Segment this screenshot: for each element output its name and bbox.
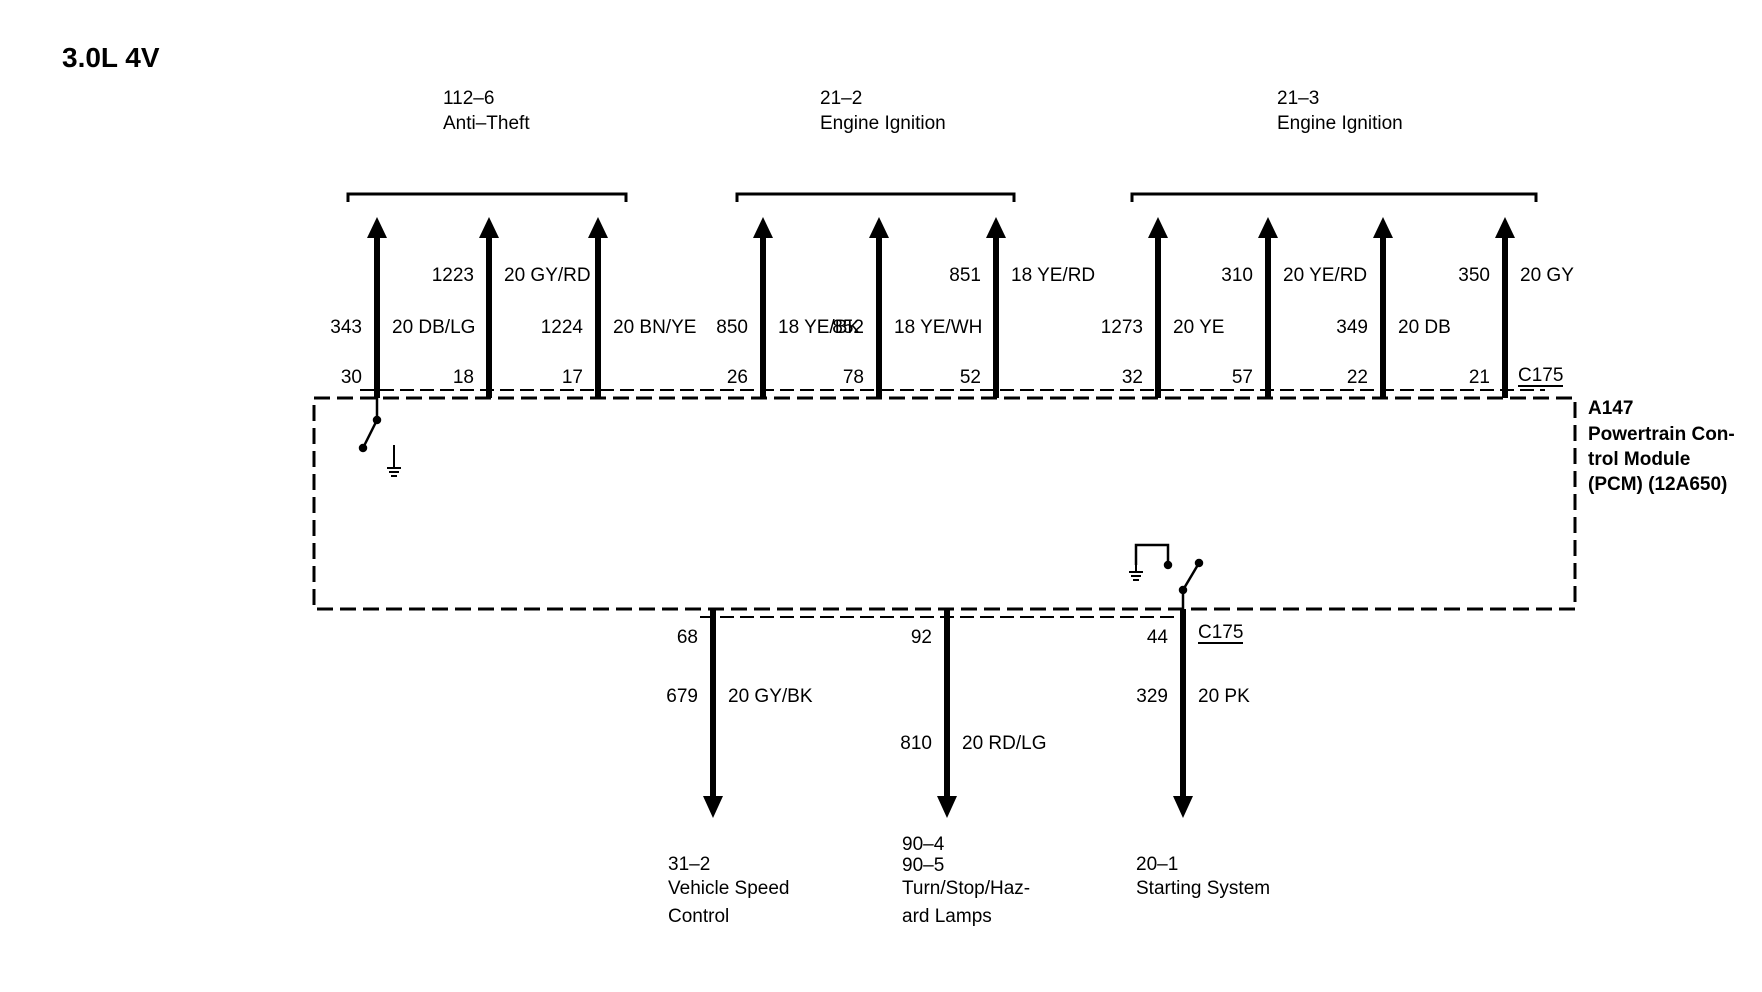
wire-color: 18 YE/RD (1011, 265, 1095, 286)
pin-number: 18 (453, 367, 474, 388)
group-3-bracket (1130, 192, 1538, 202)
wire-color: 20 DB/LG (392, 317, 475, 338)
dest-1-line-2: Vehicle Speed (668, 878, 790, 899)
circuit-number: 349 (1336, 317, 1368, 338)
arrow-down-icon (937, 796, 957, 818)
circuit-number: 852 (832, 317, 864, 338)
engine-label: 3.0L 4V (62, 42, 160, 73)
pin-number: 92 (911, 627, 932, 648)
module-name-line-3: (PCM) (12A650) (1588, 474, 1727, 495)
pin-number: 57 (1232, 367, 1253, 388)
circuit-number: 350 (1458, 265, 1490, 286)
dest-2-line-4: ard Lamps (902, 906, 992, 927)
starting-switch-icon (1134, 543, 1204, 610)
circuit-number: 679 (666, 686, 698, 707)
anti-theft-switch-icon (358, 398, 382, 453)
dest-2-line-3: Turn/Stop/Haz- (902, 878, 1030, 899)
top-wire: 32 1273 20 YE (1101, 217, 1224, 398)
arrow-up-icon (1148, 217, 1168, 238)
arrow-up-icon (479, 217, 499, 238)
circuit-number: 329 (1136, 686, 1168, 707)
group-2-bracket (735, 192, 1016, 202)
dest-2-line-2: 90–5 (902, 855, 944, 876)
module-name-line-2: trol Module (1588, 449, 1690, 470)
arrow-down-icon (1173, 796, 1193, 818)
pin-number: 44 (1147, 627, 1169, 648)
circuit-number: 343 (330, 317, 362, 338)
group-3-ref: 21–3 (1277, 88, 1319, 109)
ground-symbol-icon (387, 445, 401, 477)
wire-color: 18 YE/BK (778, 317, 860, 338)
pin-number: 32 (1122, 367, 1143, 388)
connector-label-top: C175 (1518, 365, 1563, 386)
wire-color: 20 RD/LG (962, 733, 1046, 754)
group-1-name: Anti–Theft (443, 113, 530, 134)
circuit-number: 850 (716, 317, 748, 338)
dest-2-line-1: 90–4 (902, 834, 945, 855)
arrow-up-icon (1258, 217, 1278, 238)
wire-color: 20 PK (1198, 686, 1250, 707)
pin-number: 68 (677, 627, 698, 648)
arrow-up-icon (1373, 217, 1393, 238)
group-2-ref: 21–2 (820, 88, 862, 109)
arrow-up-icon (367, 217, 387, 238)
circuit-number: 851 (949, 265, 981, 286)
wire-color: 20 GY/RD (504, 265, 591, 286)
arrow-up-icon (1495, 217, 1515, 238)
dest-1-line-3: Control (668, 906, 729, 927)
bottom-wire: 92 810 20 RD/LG (900, 609, 1046, 818)
bottom-wire: 68 679 20 GY/BK (666, 609, 813, 818)
top-wire: 52 851 18 YE/RD (949, 217, 1095, 398)
top-wire: 78 852 18 YE/WH (832, 217, 982, 398)
top-wire: 57 310 20 YE/RD (1221, 217, 1367, 398)
arrow-up-icon (869, 217, 889, 238)
wire-color: 18 YE/WH (894, 317, 982, 338)
top-wires: 30 343 20 DB/LG 18 1223 20 GY/RD 17 1224 20 BN/Y… (330, 217, 1574, 398)
pin-number: 17 (562, 367, 583, 388)
dest-3-line-1: 20–1 (1136, 854, 1178, 875)
pin-number: 26 (727, 367, 748, 388)
pin-number: 22 (1347, 367, 1368, 388)
arrow-up-icon (986, 217, 1006, 238)
top-wire: 22 349 20 DB (1336, 217, 1451, 398)
group-3-name: Engine Ignition (1277, 113, 1403, 134)
top-wire: 21 350 20 GY (1458, 217, 1574, 398)
circuit-number: 810 (900, 733, 932, 754)
pcm-module-box (312, 396, 1577, 611)
ground-symbol-2-icon (1129, 565, 1143, 581)
pin-number: 78 (843, 367, 864, 388)
arrow-up-icon (588, 217, 608, 238)
pin-number: 30 (341, 367, 362, 388)
top-wire: 30 343 20 DB/LG (330, 217, 475, 398)
group-2-name: Engine Ignition (820, 113, 946, 134)
wire-color: 20 DB (1398, 317, 1451, 338)
wire-color: 20 BN/YE (613, 317, 696, 338)
top-wire: 18 1223 20 GY/RD (432, 217, 591, 398)
arrow-down-icon (703, 796, 723, 818)
wire-color: 20 YE/RD (1283, 265, 1367, 286)
top-wire: 26 850 18 YE/BK (716, 217, 860, 398)
pin-number: 52 (960, 367, 981, 388)
connector-label-bottom: C175 (1198, 622, 1243, 643)
group-1-ref: 112–6 (443, 88, 494, 109)
dest-3-line-2: Starting System (1136, 878, 1270, 899)
wire-color: 20 GY (1520, 265, 1574, 286)
module-name-line-1: Powertrain Con- (1588, 424, 1735, 445)
wire-color: 20 YE (1173, 317, 1224, 338)
dest-1-line-1: 31–2 (668, 854, 710, 875)
bottom-wire: 44 329 20 PK (1136, 609, 1250, 818)
bottom-wires: 68 679 20 GY/BK 92 810 20 RD/LG 44 329 20 PK (666, 609, 1250, 818)
circuit-number: 1223 (432, 265, 474, 286)
group-1-bracket (346, 192, 628, 202)
top-wire: 17 1224 20 BN/YE (541, 217, 696, 398)
circuit-number: 310 (1221, 265, 1253, 286)
circuit-number: 1224 (541, 317, 584, 338)
arrow-up-icon (753, 217, 773, 238)
circuit-number: 1273 (1101, 317, 1143, 338)
module-ref: A147 (1588, 398, 1633, 419)
wire-color: 20 GY/BK (728, 686, 813, 707)
pin-number: 21 (1469, 367, 1490, 388)
